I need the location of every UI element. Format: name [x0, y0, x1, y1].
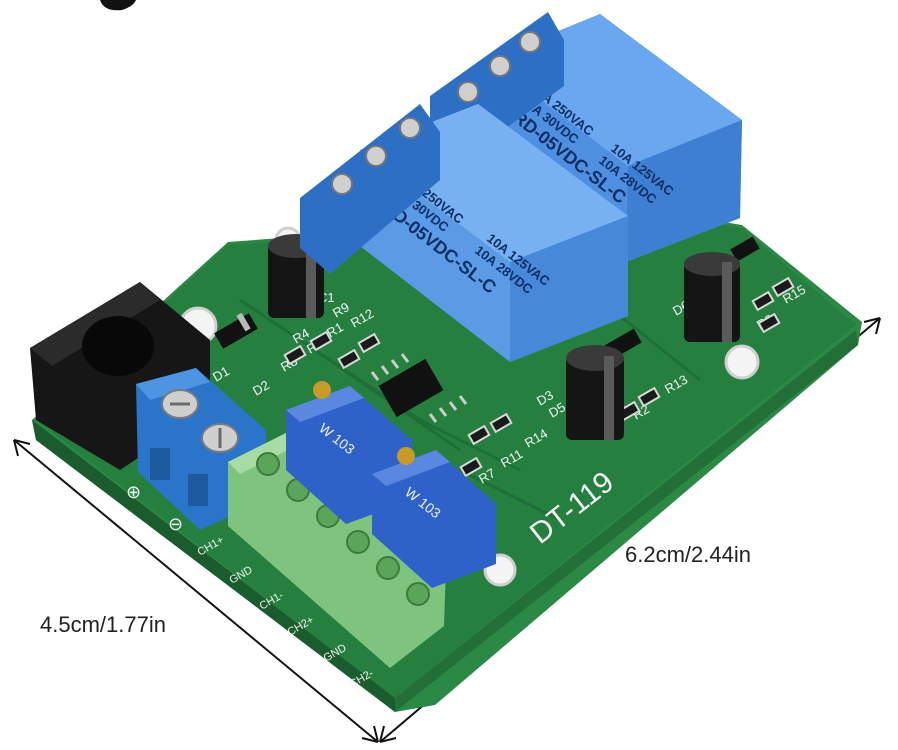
capacitor-3 [566, 345, 624, 440]
svg-text:D1: D1 [210, 363, 232, 384]
power-label-negative: ⊖ [168, 514, 183, 534]
potentiometer-2: W 103 [372, 447, 496, 588]
svg-text:R1: R1 [324, 319, 346, 340]
signal-terminal-block [228, 432, 446, 668]
ic-chip [370, 353, 468, 423]
svg-text:R4: R4 [290, 325, 312, 346]
power-screw-terminal [136, 368, 266, 530]
capacitor-2 [684, 252, 740, 342]
svg-text:R7: R7 [476, 465, 498, 486]
dimension-line-depth [13, 439, 379, 743]
svg-text:D2: D2 [250, 377, 272, 398]
width-dimension-label: 6.2cm/2.44in [625, 542, 751, 567]
power-label-positive: ⊕ [126, 482, 141, 502]
svg-text:D3: D3 [534, 387, 556, 408]
diodes [214, 236, 760, 360]
cropped-heading-fragment [100, 0, 136, 11]
depth-dimension-label: 4.5cm/1.77in [40, 612, 166, 637]
svg-text:D5: D5 [546, 399, 568, 420]
svg-text:R9: R9 [330, 299, 352, 320]
relay-1-screw-terminal [300, 104, 440, 274]
